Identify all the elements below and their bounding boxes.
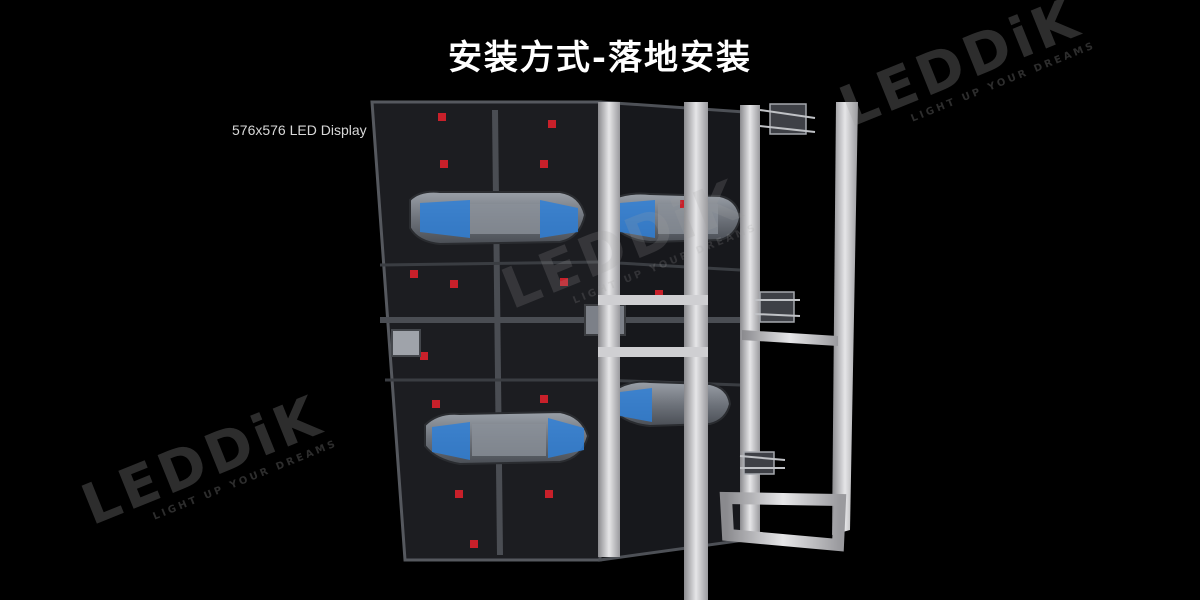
side-latch <box>391 329 421 357</box>
power-box-bottom-left <box>424 410 590 466</box>
page-title: 安装方式-落地安装 <box>447 38 753 78</box>
floor-stand-frame <box>598 102 858 600</box>
power-box-bottom-right <box>614 380 732 428</box>
product-label: 576x576 LED Display <box>232 122 367 138</box>
power-box-top-left <box>409 190 587 246</box>
power-box-top-right <box>614 192 742 244</box>
led-cabinet <box>370 100 747 562</box>
red-connectors <box>410 113 698 548</box>
